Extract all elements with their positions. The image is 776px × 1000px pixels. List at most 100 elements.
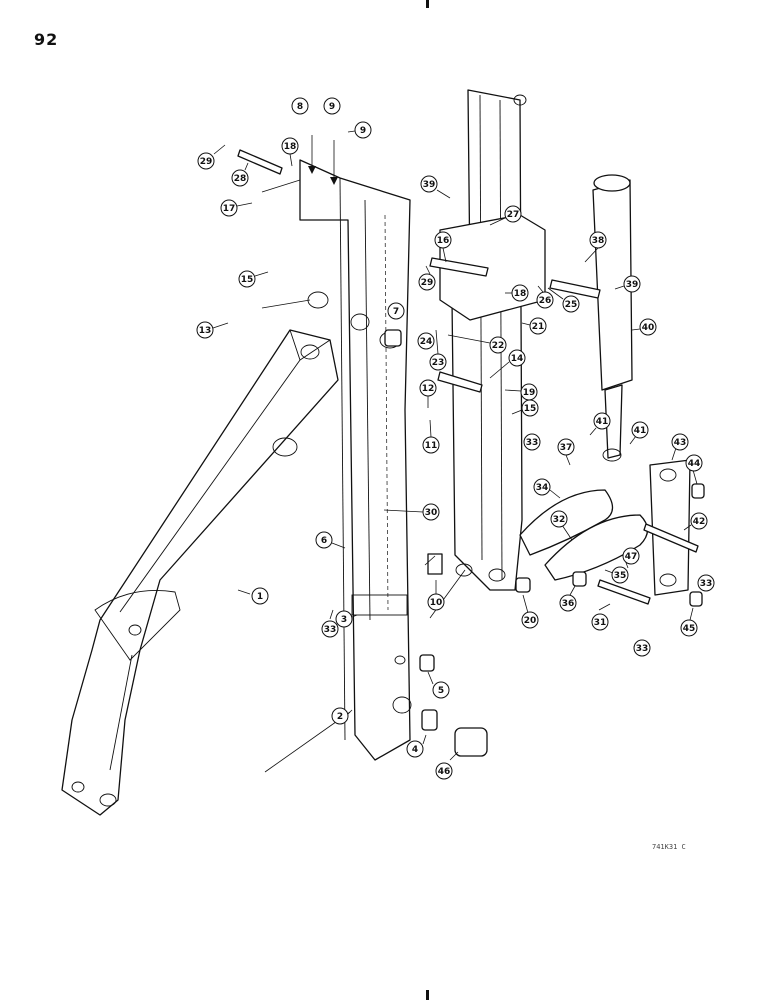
page-number: 92 (34, 30, 59, 49)
svg-text:16: 16 (437, 236, 450, 246)
svg-text:18: 18 (284, 142, 297, 152)
callout-15a: 15 (238, 270, 269, 288)
boom-part-1 (61, 329, 339, 816)
svg-text:32: 32 (553, 515, 566, 525)
callout-32: 32 (550, 510, 573, 541)
svg-text:41: 41 (596, 417, 609, 427)
callout-27: 27 (489, 205, 522, 226)
svg-text:1: 1 (257, 592, 263, 602)
callout-36: 36 (559, 585, 577, 612)
svg-text:2: 2 (337, 712, 343, 722)
hydraulic-cylinder-part-40 (592, 174, 633, 462)
callout-11: 11 (422, 419, 440, 454)
callout-6: 6 (315, 531, 346, 549)
svg-text:13: 13 (199, 326, 212, 336)
svg-text:29: 29 (421, 278, 434, 288)
svg-text:14: 14 (511, 354, 524, 364)
callout-8: 8 (291, 97, 309, 115)
svg-text:38: 38 (592, 236, 605, 246)
svg-text:34: 34 (536, 483, 549, 493)
svg-text:4: 4 (412, 745, 418, 755)
svg-text:33: 33 (700, 579, 713, 589)
callout-37: 37 (557, 438, 575, 466)
svg-text:3: 3 (341, 615, 347, 625)
svg-text:7: 7 (393, 307, 399, 317)
svg-text:42: 42 (693, 517, 706, 527)
svg-text:33: 33 (324, 625, 337, 635)
callout-5: 5 (427, 671, 450, 699)
svg-text:28: 28 (234, 174, 247, 184)
callout-34: 34 (533, 478, 561, 499)
svg-text:46: 46 (438, 767, 451, 777)
svg-text:44: 44 (688, 459, 701, 469)
callout-26: 26 (536, 285, 554, 309)
callout-14: 14 (489, 349, 526, 379)
pins (237, 149, 699, 605)
callout-45: 45 (680, 607, 698, 637)
arrows (308, 135, 338, 185)
callout-3: 3 (335, 610, 358, 628)
callout-19: 19 (504, 383, 538, 401)
callout-33c: 33 (697, 574, 715, 592)
svg-text:33: 33 (526, 438, 539, 448)
callout-4: 4 (406, 734, 427, 758)
callout-46: 46 (435, 751, 459, 780)
svg-text:15: 15 (524, 404, 537, 414)
callout-31: 31 (591, 603, 611, 631)
callout-7: 7 (387, 302, 405, 320)
registration-mark-bottom (426, 990, 429, 1000)
callout-18a: 18 (281, 137, 299, 167)
svg-text:35: 35 (614, 571, 627, 581)
bushings (384, 329, 705, 757)
svg-text:12: 12 (422, 384, 435, 394)
svg-text:45: 45 (683, 624, 696, 634)
callout-28: 28 (231, 162, 249, 187)
callout-9b: 9 (347, 121, 372, 139)
svg-text:26: 26 (539, 296, 552, 306)
svg-text:24: 24 (420, 337, 433, 347)
svg-text:20: 20 (524, 616, 537, 626)
wear-block-part-10 (427, 553, 443, 575)
svg-text:10: 10 (430, 598, 443, 608)
callout-47: 47 (622, 547, 640, 569)
callout-25: 25 (547, 287, 580, 313)
callout-42: 42 (683, 512, 708, 531)
callout-17: 17 (220, 199, 253, 217)
registration-mark-top (426, 0, 429, 8)
callout-41b: 41 (629, 421, 649, 445)
callout-43: 43 (671, 433, 689, 461)
callout-35: 35 (604, 566, 629, 584)
callout-44: 44 (685, 454, 703, 485)
callout-12: 12 (419, 379, 437, 408)
callout-24: 24 (417, 332, 435, 350)
svg-text:30: 30 (425, 508, 438, 518)
callout-29a: 29 (197, 144, 226, 170)
callout-39a: 39 (420, 175, 451, 199)
callout-2: 2 (331, 707, 353, 725)
svg-text:37: 37 (560, 443, 573, 453)
callout-40: 40 (631, 318, 657, 336)
svg-text:25: 25 (565, 300, 578, 310)
callout-39b: 39 (614, 275, 641, 293)
callout-10: 10 (427, 580, 445, 611)
dipper-part-6 (299, 159, 412, 761)
callout-9a: 9 (323, 97, 341, 115)
svg-text:5: 5 (438, 686, 444, 696)
callout-16: 16 (434, 231, 452, 263)
callout-38: 38 (584, 231, 607, 263)
svg-text:9: 9 (329, 102, 335, 112)
svg-text:41: 41 (634, 426, 647, 436)
link-bar-part-43 (649, 459, 691, 596)
svg-text:19: 19 (523, 388, 536, 398)
callout-33b: 33 (523, 433, 541, 451)
svg-text:11: 11 (425, 441, 438, 451)
svg-text:40: 40 (642, 323, 655, 333)
svg-text:33: 33 (636, 644, 649, 654)
callout-23: 23 (429, 329, 447, 371)
callout-13: 13 (196, 321, 229, 339)
reference-code: 741K31 C (652, 843, 686, 851)
svg-text:43: 43 (674, 438, 687, 448)
callout-41a: 41 (589, 412, 611, 436)
callout-18b: 18 (505, 284, 529, 302)
